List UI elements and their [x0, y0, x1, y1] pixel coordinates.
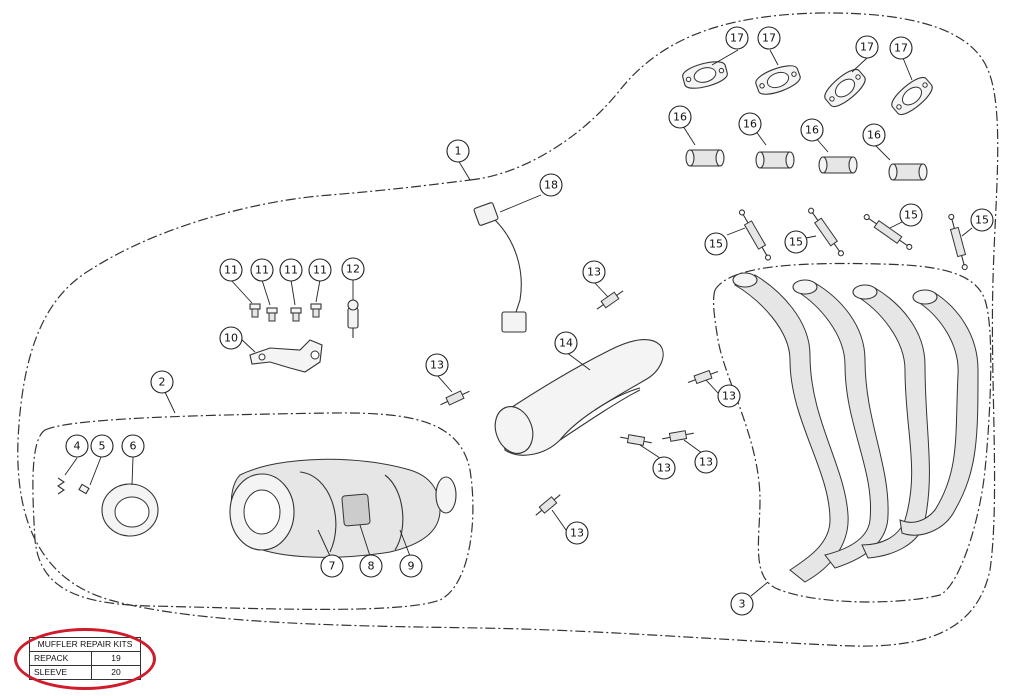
callout-15: 15 [784, 230, 808, 254]
sensor-cable [473, 202, 527, 333]
callout-label: 16 [743, 118, 757, 131]
callout-18: 18 [539, 173, 563, 197]
table-title: MUFFLER REPAIR KITS [29, 637, 141, 652]
callout-label: 11 [313, 264, 327, 277]
callout-label: 12 [346, 263, 360, 276]
kit-number: 19 [91, 651, 141, 666]
callout-8: 8 [359, 554, 383, 578]
muffler-body [229, 458, 457, 558]
callout-label: 13 [430, 359, 444, 372]
callout-4: 4 [65, 434, 89, 458]
kit-name: REPACK [29, 651, 92, 666]
callout-14: 14 [554, 331, 578, 355]
callout-11: 11 [279, 258, 303, 282]
callout-3: 3 [730, 592, 754, 616]
flange-gasket-group [682, 61, 933, 116]
callout-label: 9 [408, 560, 415, 573]
group-outline-3 [712, 262, 992, 603]
callout-15: 15 [899, 203, 923, 227]
callout-label: 15 [789, 236, 803, 249]
callout-label: 3 [739, 598, 746, 611]
rivet-small [78, 483, 90, 495]
end-cap-ring [101, 483, 159, 537]
callout-label: 11 [224, 264, 238, 277]
sleeve-group [685, 149, 928, 181]
kit-number: 20 [91, 665, 141, 680]
callout-7: 7 [320, 554, 344, 578]
table-row: MUFFLER REPAIR KITS [29, 637, 141, 652]
table-row: REPACK 19 [29, 651, 141, 666]
callout-label: 13 [722, 390, 736, 403]
callout-label: 16 [867, 129, 881, 142]
callout-label: 13 [570, 527, 584, 540]
link-pipe [494, 339, 664, 456]
callout-13: 13 [565, 521, 589, 545]
callout-label: 4 [74, 440, 81, 453]
table-row: SLEEVE 20 [29, 665, 141, 680]
callout-label: 13 [657, 462, 671, 475]
callout-label: 13 [587, 266, 601, 279]
callout-label: 11 [284, 264, 298, 277]
callout-label: 6 [130, 440, 137, 453]
callout-16: 16 [800, 118, 824, 142]
callout-2: 2 [150, 370, 174, 394]
callout-16: 16 [668, 105, 692, 129]
callout-16: 16 [862, 123, 886, 147]
mounting-bracket [249, 339, 323, 373]
callout-11: 11 [250, 258, 274, 282]
spring-small [57, 477, 65, 495]
kit-name: SLEEVE [29, 665, 92, 680]
callout-label: 16 [805, 124, 819, 137]
callout-label: 17 [894, 42, 908, 55]
bolt-group [249, 303, 322, 322]
callout-label: 8 [368, 560, 375, 573]
callout-label: 16 [673, 111, 687, 124]
callout-15: 15 [704, 232, 728, 256]
group-outline-1 [17, 12, 999, 647]
callout-label: 17 [860, 41, 874, 54]
callout-13: 13 [694, 450, 718, 474]
callout-12: 12 [341, 257, 365, 281]
callout-6: 6 [121, 434, 145, 458]
callout-11: 11 [219, 258, 243, 282]
callout-label: 5 [99, 440, 106, 453]
callout-label: 14 [559, 337, 573, 350]
sensor-plug [347, 299, 359, 338]
callout-label: 10 [224, 332, 238, 345]
callout-17: 17 [725, 26, 749, 50]
callout-label: 13 [699, 456, 713, 469]
callout-13: 13 [717, 384, 741, 408]
group-outline-2 [32, 412, 474, 610]
callout-17: 17 [757, 26, 781, 50]
callout-label: 18 [544, 179, 558, 192]
callout-13: 13 [652, 456, 676, 480]
muffler-repair-kits-table: MUFFLER REPAIR KITS REPACK 19 SLEEVE 20 [29, 637, 141, 680]
callout-label: 15 [709, 238, 723, 251]
callout-17: 17 [855, 35, 879, 59]
callout-9: 9 [399, 554, 423, 578]
callout-label: 1 [455, 145, 462, 158]
callout-label: 11 [255, 264, 269, 277]
callout-label: 15 [904, 209, 918, 222]
callout-11: 11 [308, 258, 332, 282]
callout-13: 13 [582, 260, 606, 284]
callout-label: 7 [329, 560, 336, 573]
callout-label: 17 [762, 32, 776, 45]
callout-label: 2 [159, 376, 166, 389]
callout-10: 10 [219, 326, 243, 350]
callout-5: 5 [90, 434, 114, 458]
header-pipes [732, 272, 979, 583]
callout-15: 15 [970, 208, 994, 232]
callout-17: 17 [889, 36, 913, 60]
callout-1: 1 [446, 139, 470, 163]
spring-group [440, 207, 968, 516]
callout-label: 15 [975, 214, 989, 227]
callout-13: 13 [425, 353, 449, 377]
callout-label: 17 [730, 32, 744, 45]
callout-16: 16 [738, 112, 762, 136]
